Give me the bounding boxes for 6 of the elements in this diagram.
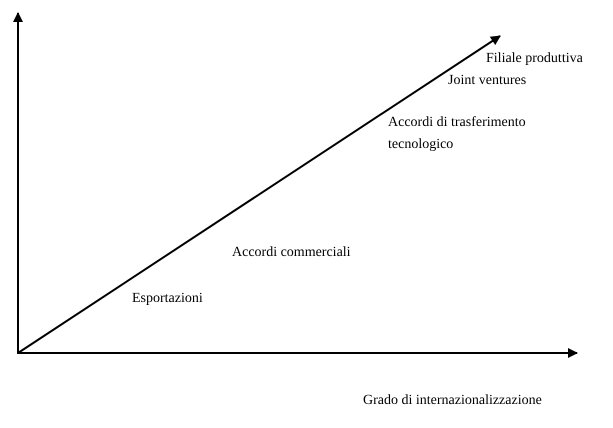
stage-label: Accordi di trasferimento tecnologico (388, 114, 527, 154)
stage-label: Accordi commerciali (232, 244, 351, 262)
stage-label: Joint ventures (448, 72, 526, 90)
stage-label: Filiale produttiva (486, 50, 583, 68)
stage-label: Esportazioni (132, 290, 203, 308)
axis-label: Grado di internazionalizzazione (363, 392, 542, 410)
